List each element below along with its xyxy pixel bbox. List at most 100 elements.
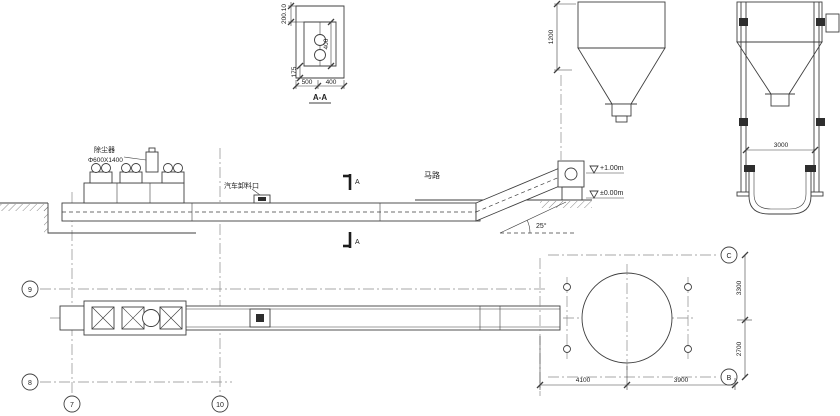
dim-text-wall: 175 <box>291 66 298 77</box>
column-footing <box>684 283 692 291</box>
dim-text-silo1-height: 1200 <box>548 29 555 44</box>
angle-arc <box>526 220 531 234</box>
silo2-boot-bracket <box>744 165 755 172</box>
ground-hatch-right <box>540 201 592 208</box>
silo2-boot-trough-outer <box>748 172 812 215</box>
gate-wheel <box>131 163 141 173</box>
silo2-boot-trough-inner <box>753 172 807 210</box>
gate-wheel <box>163 163 173 173</box>
head-pulley <box>564 167 578 181</box>
section-wall-hatch <box>295 5 345 79</box>
elevation-view: 除尘器 Φ600X1400 汽车卸料口 A A 马路 +1.00m ±0.00m <box>0 145 624 396</box>
gate-wheel <box>173 163 183 173</box>
grid-bubble-right-top <box>720 246 738 264</box>
silo2-base-plate <box>810 191 824 197</box>
silo-1: 1200 <box>548 0 666 160</box>
leader-line-unloading-port <box>251 188 261 196</box>
dim-text-upper-span: 3300 <box>736 280 743 295</box>
conveyor-trough-elevation <box>61 202 481 222</box>
pit-wall-hatch <box>44 204 48 233</box>
dim-tick <box>731 381 739 389</box>
column-footing <box>684 345 692 353</box>
gate-body <box>119 171 143 184</box>
gate-unit-3 <box>161 163 185 184</box>
dust-collector-spec: Φ600X1400 <box>88 157 123 164</box>
dust-collector-cap <box>148 147 156 153</box>
silo2-leg-plate <box>816 118 825 126</box>
unloading-port-label: 汽车卸料口 <box>224 181 259 190</box>
section-detail-view: 200.10 400 175 500 400 A-A <box>281 2 348 104</box>
gate-body <box>161 171 185 184</box>
level-label-ground: ±0.00m <box>600 190 623 197</box>
gate-unit-1 <box>89 163 113 184</box>
angle-label: 25° <box>536 222 547 230</box>
hatch-diagonal <box>91 306 115 330</box>
level-triangle-icon <box>589 190 599 199</box>
unloading-port-plan-opening <box>256 314 264 322</box>
grid-bubble-bottom-first-label: 7 <box>70 402 74 409</box>
column-footing <box>563 345 571 353</box>
silo2-base-plate <box>736 191 750 197</box>
plan-view: 9 8 7 10 C B 3300 2700 4100 3900 <box>21 246 752 413</box>
feed-hopper-casing <box>83 182 185 204</box>
dim-tick <box>623 381 631 389</box>
ground-hatch-left <box>0 204 48 211</box>
section-bolt-hole-top <box>314 34 326 46</box>
section-letter-top: A <box>355 179 360 186</box>
silo2-leg-plate <box>739 118 748 126</box>
dim-tick <box>296 62 304 70</box>
silo2-outlet <box>770 93 790 107</box>
grid-bubble-right-top-label: C <box>726 253 731 260</box>
dim-tick <box>327 62 335 70</box>
leader-line-dust-collector <box>123 156 147 161</box>
dim-tick <box>742 146 750 154</box>
silo2-platform-detail <box>825 13 840 33</box>
gate-body <box>89 171 113 184</box>
level-triangle-icon <box>589 165 599 174</box>
grid-bubble-bottom-first <box>63 395 81 413</box>
silo1-outlet <box>611 103 632 117</box>
silo2-body <box>736 1 823 43</box>
grid-bubble-left-bottom <box>21 373 39 391</box>
dust-collector-plan-circle <box>142 309 160 327</box>
dim-tick <box>553 66 561 74</box>
dim-tick <box>811 146 819 154</box>
inspection-hatch-2 <box>121 306 145 330</box>
dim-tick <box>287 18 295 26</box>
dim-tick <box>296 74 304 82</box>
angle-slope-line <box>499 201 567 234</box>
inclined-chain-centerline <box>475 175 563 213</box>
silo1-body <box>577 1 666 49</box>
dim-tick <box>292 82 300 90</box>
section-letter-bottom: A <box>355 239 360 246</box>
dim-text-silo2-width: 3000 <box>774 142 789 149</box>
silo1-valve <box>615 115 628 123</box>
hatch-diagonal <box>159 306 183 330</box>
dust-collector-cylinder <box>145 151 159 173</box>
dim-tick <box>340 82 348 90</box>
dim-tick <box>287 2 295 10</box>
grid-bubble-bottom-second <box>211 395 229 413</box>
dim-text-right-span: 3900 <box>674 377 689 384</box>
dim-text-inner-height: 400 <box>323 38 330 49</box>
silo-2: 3000 <box>736 1 840 215</box>
dust-collector-label: 除尘器 <box>94 145 115 154</box>
dim-tick <box>553 0 561 8</box>
grid-bubble-left-top-label: 9 <box>28 287 32 294</box>
dim-tick <box>327 18 335 26</box>
grid-bubble-bottom-second-label: 10 <box>216 402 224 409</box>
dim-tick <box>741 373 749 381</box>
dim-text-lower-span: 2700 <box>736 341 743 356</box>
column-footing <box>563 283 571 291</box>
dim-tick <box>314 82 322 90</box>
hatch-diagonal <box>121 306 145 330</box>
level-label-top: +1.00m <box>600 165 624 172</box>
inspection-hatch-3 <box>159 306 183 330</box>
silo2-leg-plate <box>739 18 748 26</box>
section-title: A-A <box>313 93 327 102</box>
inspection-hatch-1 <box>91 306 115 330</box>
road-label: 马路 <box>424 170 440 180</box>
gate-wheel <box>101 163 111 173</box>
